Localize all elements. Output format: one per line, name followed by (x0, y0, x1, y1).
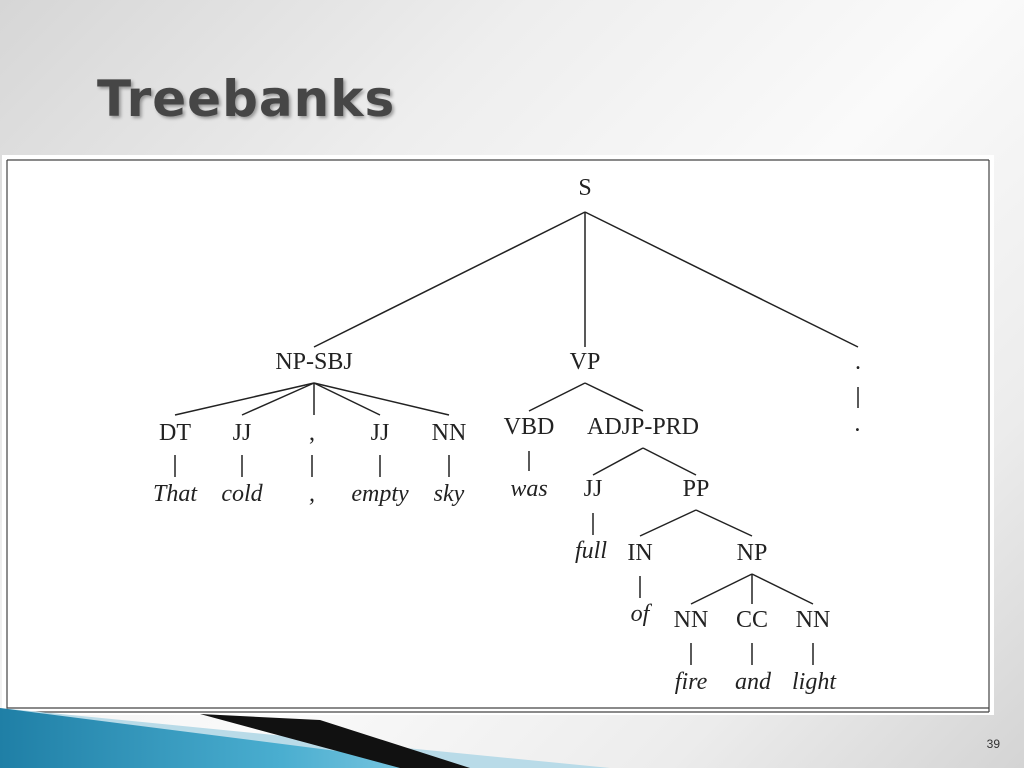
edge-vp-adjp (584, 382, 644, 412)
page-number: 39 (986, 737, 1000, 751)
edge-pp-np (695, 509, 753, 537)
word-was: was (510, 476, 547, 502)
edge-pp-in (639, 509, 697, 537)
word-fire: fire (675, 669, 708, 695)
node-nn-2: NN (674, 607, 709, 633)
node-adjp-prd: ADJP-PRD (587, 414, 699, 440)
word-cold: cold (221, 481, 263, 507)
edge-np-nn (690, 573, 753, 605)
node-dt: DT (159, 420, 191, 446)
word-of: of (631, 601, 653, 627)
node-pp: PP (683, 476, 710, 502)
edge-np-sbj-dt (174, 382, 315, 416)
parse-tree-figure: S NP-SBJ VP . DT JJ , JJ NN VBD ADJP-PRD… (2, 155, 994, 715)
edge-np-sbj-jj2 (313, 382, 381, 416)
node-comma: , (309, 420, 315, 446)
edge-np-nn2 (751, 573, 814, 605)
word-comma: , (309, 481, 315, 507)
word-empty: empty (351, 481, 409, 507)
node-jj-2: JJ (371, 420, 390, 446)
tree-edges (174, 211, 859, 665)
edge-adjp-pp (642, 447, 697, 476)
node-vp: VP (570, 349, 601, 375)
node-s: S (578, 175, 591, 201)
parse-tree-diagram: S NP-SBJ VP . DT JJ , JJ NN VBD ADJP-PRD… (6, 159, 990, 713)
word-and: and (735, 669, 772, 695)
node-cc: CC (736, 607, 768, 633)
word-sky: sky (434, 481, 465, 507)
word-period: . (855, 411, 861, 437)
tree-node-labels: S NP-SBJ VP . DT JJ , JJ NN VBD ADJP-PRD… (159, 175, 861, 633)
edge-adjp-jj (592, 447, 644, 476)
node-nn-1: NN (432, 420, 467, 446)
word-that: That (153, 481, 198, 507)
word-light: light (792, 669, 837, 695)
node-np: NP (737, 540, 768, 566)
bottom-decoration (0, 708, 610, 768)
edge-s-period (584, 211, 859, 348)
edge-vp-vbd (528, 382, 586, 412)
word-full: full (575, 538, 607, 564)
node-in: IN (627, 540, 652, 566)
slide-title: Treebanks (97, 70, 396, 128)
figure-frame (6, 159, 990, 713)
edge-np-sbj-jj (241, 382, 315, 416)
dark-swoosh (200, 714, 470, 768)
node-vbd: VBD (504, 414, 555, 440)
node-nn-3: NN (796, 607, 831, 633)
node-jj-3: JJ (584, 476, 603, 502)
tree-leaf-words: That cold , empty sky was full of fire a… (153, 411, 861, 695)
node-jj-1: JJ (233, 420, 252, 446)
edge-s-np-sbj (313, 211, 586, 348)
node-np-sbj: NP-SBJ (275, 349, 352, 375)
edge-np-sbj-nn (313, 382, 450, 416)
node-period: . (855, 349, 861, 375)
